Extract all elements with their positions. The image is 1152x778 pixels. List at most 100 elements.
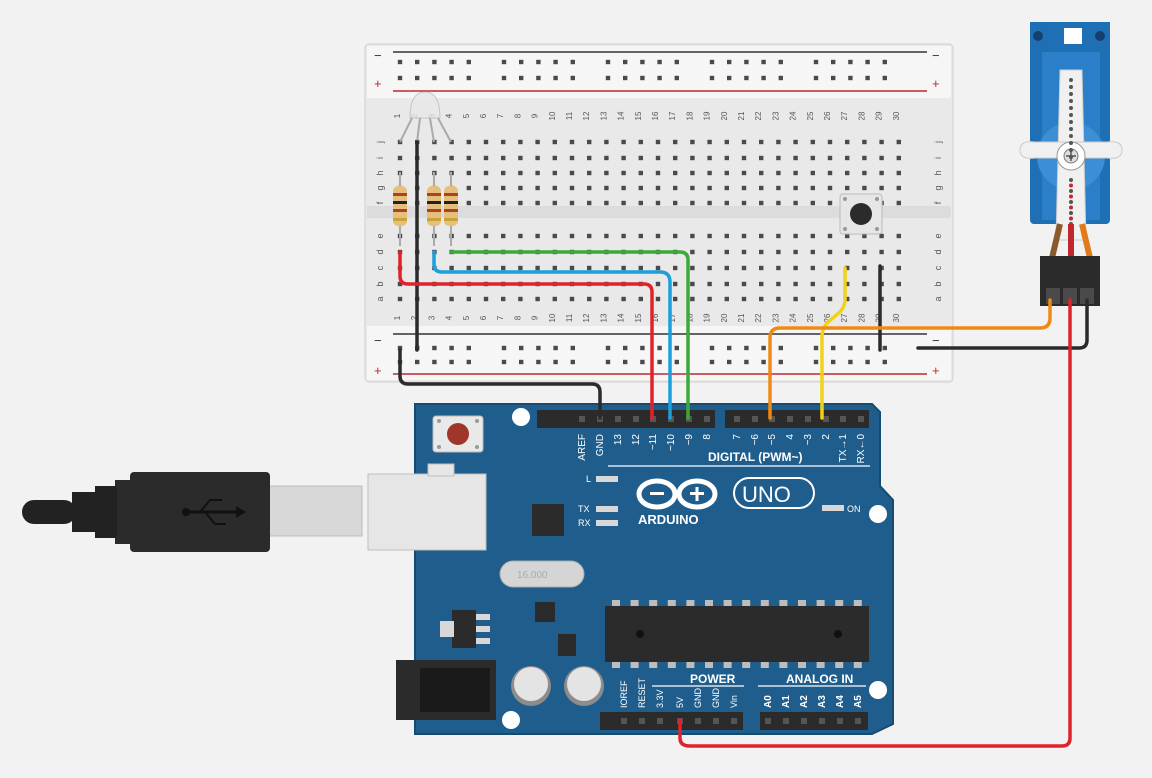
analog-pin-label: A5 — [853, 695, 864, 708]
rgb-led[interactable] — [399, 91, 452, 143]
header-pin — [579, 416, 585, 422]
breadboard-hole — [827, 170, 833, 176]
rail-hole — [501, 359, 507, 365]
breadboard-hole — [569, 185, 575, 191]
usb-cable[interactable] — [22, 472, 363, 552]
resistor-blue[interactable] — [427, 172, 441, 246]
header-pin — [752, 416, 758, 422]
breadboard-hole — [587, 296, 592, 302]
breadboard-hole — [707, 233, 712, 239]
breadboard-hole — [896, 233, 901, 239]
digital-label: DIGITAL (PWM~) — [708, 450, 803, 464]
digital-pin-label: 13 — [613, 434, 624, 446]
rail-plus-label: + — [374, 76, 382, 91]
breadboard-hole — [896, 281, 901, 287]
row-letter: b — [933, 281, 943, 286]
tx-led-label: TX — [578, 504, 590, 514]
analog-in-label: ANALOG IN — [786, 672, 853, 686]
column-number: 22 — [754, 313, 763, 322]
breadboard-hole — [466, 139, 471, 145]
rail-hole — [432, 75, 437, 81]
rail-hole — [640, 75, 645, 81]
breadboard-hole — [655, 200, 661, 206]
column-number: 11 — [565, 313, 574, 322]
breadboard-hole — [449, 155, 454, 161]
breadboard-hole — [552, 170, 557, 176]
breadboard-hole — [535, 296, 540, 302]
breadboard-hole — [724, 155, 729, 161]
breadboard-hole — [810, 155, 815, 161]
column-number: 7 — [496, 315, 505, 320]
wire-red-servo[interactable] — [678, 298, 1072, 748]
breadboard-hole — [827, 233, 833, 239]
wire-black-gnd[interactable] — [398, 348, 602, 420]
rail-hole — [727, 345, 732, 351]
header-pin — [633, 416, 639, 422]
breadboard-hole — [724, 185, 729, 191]
breadboard-hole — [896, 296, 901, 302]
breadboard-hole — [759, 170, 764, 176]
breadboard-hole — [449, 296, 454, 302]
breadboard-hole — [673, 155, 678, 161]
breadboard-hole — [827, 155, 833, 161]
servo-motor[interactable] — [1019, 22, 1123, 306]
rail-hole — [519, 75, 524, 81]
column-number: 29 — [875, 111, 884, 120]
rail-hole — [449, 75, 454, 81]
wire-black-servo[interactable] — [916, 298, 1089, 350]
rail-hole — [432, 345, 437, 351]
resistor-red[interactable] — [393, 172, 407, 246]
rail-hole — [848, 75, 853, 81]
breadboard-hole — [587, 265, 592, 271]
breadboard-hole — [501, 200, 506, 206]
breadboard-hole — [638, 233, 643, 239]
breadboard-hole — [638, 185, 643, 191]
wire-orange-servo[interactable] — [768, 298, 1052, 420]
wire-green-led[interactable] — [449, 250, 690, 420]
rail-hole — [778, 359, 783, 365]
column-number: 9 — [531, 315, 540, 320]
breadboard-hole — [655, 155, 661, 161]
analog-pin-label: A2 — [799, 695, 810, 708]
breadboard-hole — [552, 200, 557, 206]
breadboard-hole — [879, 155, 884, 161]
breadboard-hole — [655, 296, 661, 302]
breadboard[interactable]: + + − − − − + + 112233445566778899101011… — [364, 43, 954, 383]
digital-pin-label: AREF — [577, 434, 588, 461]
column-number: 23 — [771, 111, 780, 120]
breadboard-labels: 1122334455667788991010111112121313141415… — [375, 111, 943, 322]
rail-hole — [657, 359, 662, 365]
rail-hole — [570, 345, 575, 351]
breadboard-hole — [776, 265, 781, 271]
rx-led-label: RX — [578, 518, 591, 528]
breadboard-hole — [741, 249, 747, 255]
breadboard-hole — [759, 249, 764, 255]
rail-hole — [415, 359, 420, 365]
row-letter: i — [375, 157, 385, 159]
breadboard-hole — [518, 170, 523, 176]
breadboard-hole — [604, 200, 609, 206]
reset-button-cap[interactable] — [447, 423, 469, 445]
column-number: 27 — [840, 111, 849, 120]
rail-hole — [640, 345, 645, 351]
breadboard-hole — [741, 139, 747, 145]
breadboard-hole — [845, 281, 850, 287]
column-number: 21 — [737, 313, 746, 322]
header-pin — [769, 416, 775, 422]
push-button[interactable] — [839, 193, 883, 235]
on-led-label: ON — [847, 504, 861, 514]
wire-blue-led[interactable] — [432, 250, 672, 420]
wire-yellow-button[interactable] — [820, 266, 847, 420]
rail-hole — [865, 75, 870, 81]
header-pin — [840, 416, 846, 422]
rail-hole — [813, 345, 819, 351]
column-number: 14 — [617, 313, 626, 322]
breadboard-hole — [501, 170, 506, 176]
resistor-green[interactable] — [444, 172, 458, 246]
breadboard-hole — [432, 155, 437, 161]
wire-red-led[interactable] — [398, 250, 654, 420]
atmega-chip — [605, 606, 869, 662]
breadboard-hole — [879, 170, 884, 176]
